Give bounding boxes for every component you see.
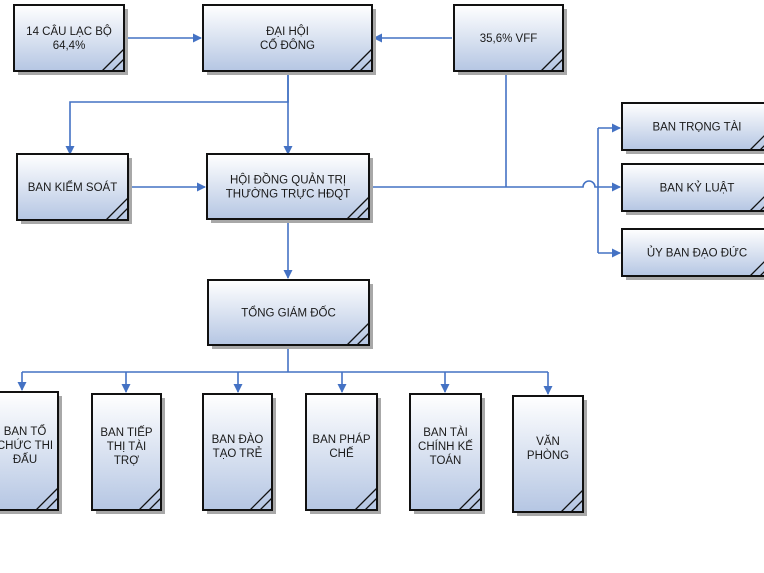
node-label: BAN PHÁP [312,433,370,446]
node-box [202,393,273,511]
node-label: CỔ ĐÔNG [260,39,315,52]
node-discipline: BAN KỶ LUẬT [621,163,764,215]
connectors [17,33,621,395]
corner-fold-icon [749,261,764,277]
node-box [0,391,59,511]
node-label: THƯỜNG TRỰC HĐQT [226,188,350,201]
node-label: VĂN [536,435,560,448]
corner-fold-icon [560,489,584,513]
node-box [91,393,162,511]
corner-fold-icon [101,48,125,72]
node-label: BAN TỔ [4,425,47,438]
corner-fold-icon [354,487,378,511]
node-label: ỦY BAN ĐẠO ĐỨC [647,247,747,260]
node-label: CHỨC THI [0,439,53,452]
node-box [202,4,373,72]
node-box [409,393,482,511]
node-label: TOÁN [430,454,462,467]
node-label: TRỢ [114,455,139,467]
node-label: 35,6% VFF [480,33,538,45]
node-label: HỘI ĐỒNG QUẢN TRỊ [230,174,346,187]
node-label: BAN KIỂM SOÁT [28,181,117,194]
node-label: BAN ĐÀO [212,433,264,446]
node-box [621,163,764,212]
node-box [13,4,125,72]
node-label: PHÒNG [527,449,569,462]
node-box [16,153,129,221]
node-box [206,153,370,220]
node-clubs: 14 CÂU LẠC BỘ 64,4% [13,4,128,75]
node-referee: BAN TRỌNG TÀI [621,102,764,154]
node-label: 14 CÂU LẠC BỘ [26,25,112,38]
node-box [621,102,764,151]
node-label: CHÍNH KẾ [418,440,473,453]
corner-fold-icon [105,197,129,221]
node-label: ĐẠI HỘI [266,25,309,38]
node-label: ĐẤU [13,453,37,466]
node-vff: 35,6% VFF [453,4,567,75]
node-box [512,395,584,513]
connector-board-committees [369,180,598,188]
corner-fold-icon [138,487,162,511]
corner-fold-icon [749,196,764,212]
corner-fold-icon [749,135,764,151]
node-label: TỔNG GIÁM ĐỐC [241,306,336,320]
corner-fold-icon [349,48,373,72]
node-ceo: TỔNG GIÁM ĐỐC [207,279,373,349]
node-box [207,279,370,346]
node-supervisory: BAN KIỂM SOÁT [16,153,132,224]
node-ethics: ỦY BAN ĐẠO ĐỨC [621,228,764,280]
node-label: BAN KỶ LUẬT [660,182,735,195]
connector-assembly-supervisory [65,71,289,155]
corner-fold-icon [540,48,564,72]
node-label: BAN TIẾP [100,426,153,439]
corner-fold-icon [35,487,59,511]
corner-fold-icon [249,487,273,511]
corner-fold-icon [346,322,370,346]
node-label: TẠO TRẺ [213,447,263,460]
node-box [453,4,564,72]
node-box [621,228,764,277]
corner-fold-icon [346,196,370,220]
corner-fold-icon [458,487,482,511]
node-box [305,393,378,511]
node-label: CHẾ [329,447,354,460]
node-label: BAN TÀI [423,426,468,439]
node-label: BAN TRỌNG TÀI [652,121,741,134]
node-label: THỊ TÀI [107,440,146,453]
node-label: 64,4% [53,40,86,52]
